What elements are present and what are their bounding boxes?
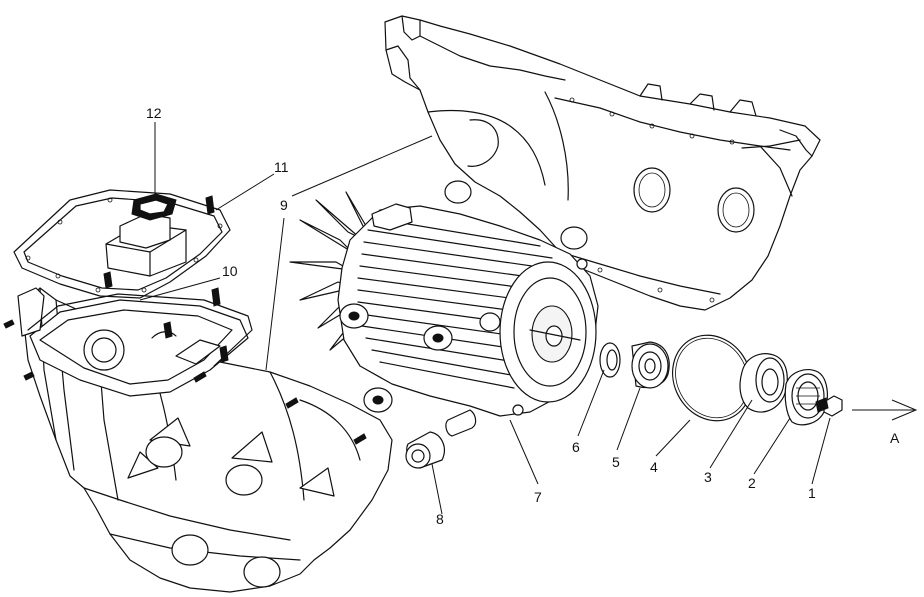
callout-2: 2	[748, 475, 756, 491]
direction-arrow	[852, 399, 918, 421]
callouts: 1 2 3 4 5 6 7 8 9 10 11 12 A	[146, 105, 900, 527]
fan	[289, 191, 373, 351]
gasket	[27, 293, 253, 367]
cap-2	[784, 369, 828, 426]
callout-12: 12	[146, 105, 162, 121]
bearing-5	[631, 341, 670, 389]
pin	[445, 409, 477, 437]
callout-3: 3	[704, 469, 712, 485]
callout-4: 4	[650, 459, 658, 475]
callout-8: 8	[436, 511, 444, 527]
leader-lines	[139, 122, 831, 515]
bolt-1	[815, 395, 843, 417]
seal-3	[739, 353, 788, 413]
bearing-6	[599, 342, 621, 378]
callout-11: 11	[274, 159, 289, 175]
direction-label: A	[890, 430, 900, 446]
rear-housing	[384, 15, 821, 311]
motor	[337, 180, 599, 417]
callout-10: 10	[222, 263, 238, 279]
screws	[3, 195, 367, 445]
callout-7: 7	[534, 489, 542, 505]
callout-1: 1	[808, 485, 816, 501]
front-housing	[17, 287, 393, 593]
bushing-8	[405, 431, 445, 469]
switch	[105, 193, 187, 277]
callout-5: 5	[612, 454, 620, 470]
o-ring-4	[671, 334, 753, 422]
callout-6: 6	[572, 439, 580, 455]
callout-9: 9	[280, 197, 288, 213]
